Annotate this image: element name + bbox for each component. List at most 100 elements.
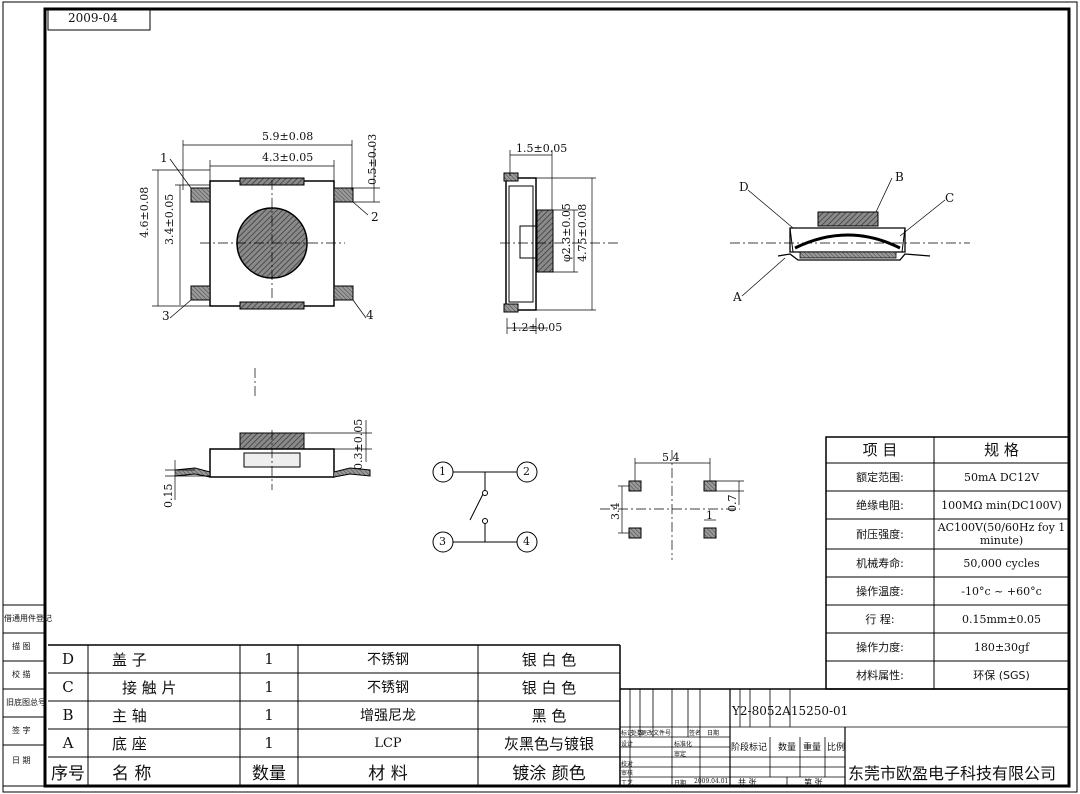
rev-label-sign: 签名 <box>689 730 702 737</box>
bom-finish: 黑 色 <box>531 706 567 725</box>
bom-name: 主 轴 <box>112 706 147 725</box>
date-label: 日期 <box>674 780 687 787</box>
spec-label: 操作温度: <box>856 584 904 598</box>
bom-finish: 灰黑色与镀银 <box>503 734 594 753</box>
spec-value: -10°c ~ +60°c <box>961 584 1042 598</box>
spec-value: 0.15mm±0.05 <box>961 612 1042 626</box>
left-margin-grid <box>2 604 46 787</box>
bom-finish: 银 白 色 <box>521 650 577 669</box>
bom-name: 盖 子 <box>112 650 147 669</box>
date-value: 2009.04.01 <box>694 778 729 785</box>
section-view <box>730 177 970 297</box>
rev-label-count: 处数 <box>631 730 644 737</box>
spec-label: 额定范围: <box>856 470 904 484</box>
bom-header-finish: 镀涂 颜色 <box>512 764 586 784</box>
bom-table-grid <box>48 644 621 786</box>
spec-label: 机械寿命: <box>856 556 904 570</box>
std-label: 标准化 <box>674 741 693 748</box>
section-label-a: A <box>733 290 742 304</box>
dim-front-left: 0.15 <box>162 483 175 509</box>
schematic-pin-2: 2 <box>523 465 530 478</box>
section-label-b: B <box>895 170 904 184</box>
approve-label: 审定 <box>674 751 687 758</box>
margin-label: 签 字 <box>12 726 31 735</box>
spec-value: 环保 (SGS) <box>973 668 1030 682</box>
rev-label-doc: 更改文件号 <box>641 730 672 737</box>
pin-label-2: 2 <box>371 210 379 224</box>
dim-side-width: 1.5±0.05 <box>516 142 568 155</box>
bom-header-qty: 数量 <box>252 764 286 784</box>
margin-label: 日 期 <box>12 756 31 765</box>
dim-top-inner-width: 4.3±0.05 <box>262 151 314 164</box>
design-label: 设计 <box>621 741 634 748</box>
bom-finish: 银 白 色 <box>521 678 577 697</box>
bom-seq: D <box>61 650 75 668</box>
spec-value: 180±30gf <box>973 640 1030 654</box>
bom-header-seq: 序号 <box>51 764 85 784</box>
spec-label: 行 程: <box>865 612 895 626</box>
bom-seq: C <box>62 678 74 696</box>
weight-label: 重量 <box>803 743 822 753</box>
spec-label: 耐压强度: <box>856 527 904 541</box>
dim-top-height: 4.6±0.08 <box>138 186 151 238</box>
margin-label: 借通用件登记 <box>4 614 52 623</box>
schematic-pin-4: 4 <box>523 535 530 548</box>
bom-qty: 1 <box>264 650 274 668</box>
dim-pad-width: 5.4 <box>662 451 680 464</box>
dim-front-travel: 0.3±0.05 <box>352 418 365 470</box>
schematic-pin-3: 3 <box>439 535 446 548</box>
pin-label-3: 3 <box>162 309 170 323</box>
review-label: 审核 <box>621 770 634 777</box>
dim-pad-gap: 0.7 <box>726 494 739 513</box>
part-number: Y2-8052A15250-01 <box>732 704 849 718</box>
bom-name: 接 触 片 <box>122 678 177 697</box>
spec-label: 操作力度: <box>856 640 904 654</box>
section-label-d: D <box>739 180 749 194</box>
bom-material: 增强尼龙 <box>360 708 416 724</box>
company-name: 东莞市欧盈电子科技有限公司 <box>848 764 1057 783</box>
bom-seq: A <box>62 734 74 752</box>
spec-label: 材料属性: <box>856 668 904 682</box>
bom-qty: 1 <box>264 678 274 696</box>
margin-label: 校 描 <box>12 670 31 679</box>
pad-layout <box>600 450 744 560</box>
schematic-pin-1: 1 <box>439 465 446 478</box>
switch-schematic <box>432 461 538 553</box>
margin-label: 旧底图总号 <box>6 698 46 707</box>
check-label: 校对 <box>621 761 634 768</box>
spec-value: 50mA DC12V <box>963 470 1040 484</box>
dim-pin-offset: 0.5±0.03 <box>366 133 379 185</box>
date-tag: 2009-04 <box>68 11 118 25</box>
top-view <box>152 140 380 319</box>
dim-pad-size: 1 <box>706 509 713 522</box>
bom-header-material: 材 料 <box>368 764 408 784</box>
bom-qty: 1 <box>264 706 274 724</box>
sheet-no-label: 第 张 <box>804 778 823 787</box>
front-view <box>165 368 372 500</box>
pin-label-1: 1 <box>160 151 168 165</box>
stage-label: 阶段标记 <box>731 743 768 753</box>
bom-name: 底 座 <box>112 734 147 753</box>
dim-side-bottom: 1.2±0.05 <box>511 321 563 334</box>
dim-side-height: 4.75±0.08 <box>576 203 589 262</box>
bom-seq: B <box>62 706 74 724</box>
bom-qty: 1 <box>264 734 274 752</box>
spec-value: 100MΩ min(DC100V) <box>941 498 1062 512</box>
title-block-grid <box>620 688 1069 786</box>
process-label: 工艺 <box>621 780 634 787</box>
rev-label-date: 日期 <box>707 730 720 737</box>
qty-label: 数量 <box>778 743 797 753</box>
spec-header-item: 项 目 <box>862 440 898 459</box>
spec-label: 绝缘电阻: <box>856 498 904 512</box>
section-label-c: C <box>945 191 955 205</box>
margin-label: 描 图 <box>12 642 31 651</box>
total-sheets-label: 共 张 <box>738 778 757 787</box>
bom-material: 不锈钢 <box>367 652 409 668</box>
bom-header-name: 名 称 <box>112 764 152 784</box>
scale-label: 比例 <box>827 743 846 753</box>
dim-top-inner-height: 3.4±0.05 <box>163 193 176 245</box>
spec-value: AC100V(50/60Hz foy 1 minute) <box>937 521 1066 547</box>
spec-header-spec: 规 格 <box>984 440 1019 459</box>
dim-pad-height: 3.4 <box>609 502 622 521</box>
